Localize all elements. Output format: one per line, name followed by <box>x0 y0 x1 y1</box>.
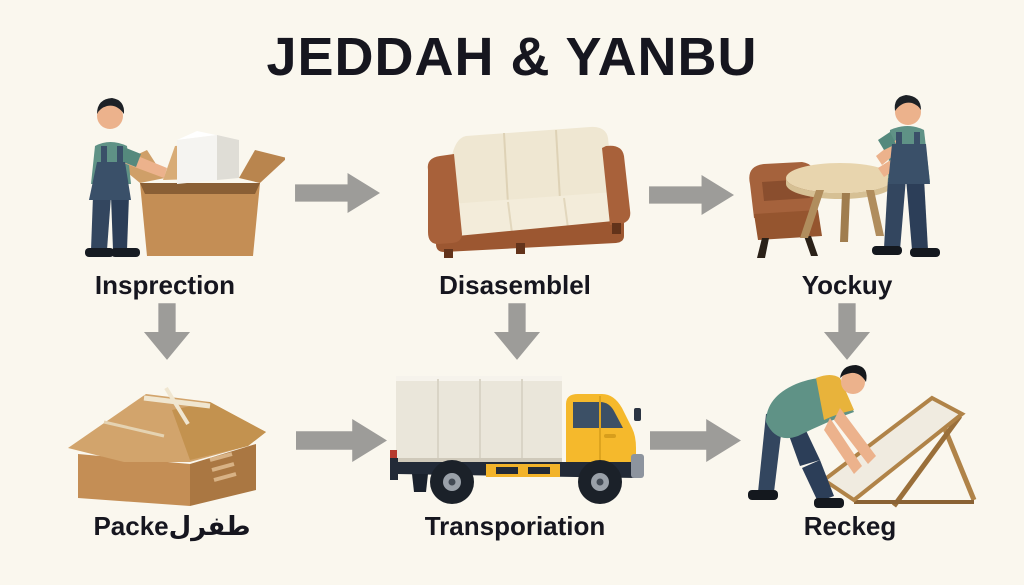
arrow-right-icon <box>296 418 388 463</box>
worker-table-illustration <box>728 86 980 270</box>
sofa <box>427 126 631 258</box>
worker-packing-illustration <box>55 88 285 270</box>
step-label-inspection: Insprection <box>94 270 236 300</box>
folding-table <box>820 395 977 508</box>
sealed-box-illustration <box>60 360 274 510</box>
round-table <box>786 163 894 242</box>
sealed-cardboard-box <box>68 386 266 506</box>
arrow-right-icon <box>648 174 736 216</box>
page-title: JEDDAH & YANBU <box>266 27 758 87</box>
white-box <box>177 131 239 184</box>
arrow-down-icon <box>143 302 191 362</box>
worker-figure <box>748 365 876 508</box>
step-label-packing: Packeطفرل <box>93 511 251 541</box>
arrow-right-icon <box>650 418 742 463</box>
sofa-icon <box>427 126 631 258</box>
step-label-disassemble: Disasemblel <box>439 270 591 300</box>
worker-assembling-illustration <box>736 352 982 520</box>
truck-illustration <box>388 370 646 512</box>
worker-figure <box>85 98 167 257</box>
arrow-down-icon <box>823 302 871 362</box>
worker-packing-icon <box>85 98 285 257</box>
arrow-right-icon <box>294 172 382 214</box>
sofa-illustration <box>388 106 640 258</box>
truck-icon <box>390 376 644 504</box>
box-truck <box>390 376 644 504</box>
step-label-transportation: Transporiation <box>424 511 606 541</box>
step-label-move: Yockuy <box>801 270 893 300</box>
worker-table-icon <box>749 95 940 258</box>
sealed-box-icon <box>68 386 266 506</box>
step-label-reassemble: Reckeg <box>803 511 897 541</box>
worker-assembling-icon <box>748 365 977 508</box>
arrow-down-icon <box>493 302 541 362</box>
worker-figure <box>872 95 940 257</box>
